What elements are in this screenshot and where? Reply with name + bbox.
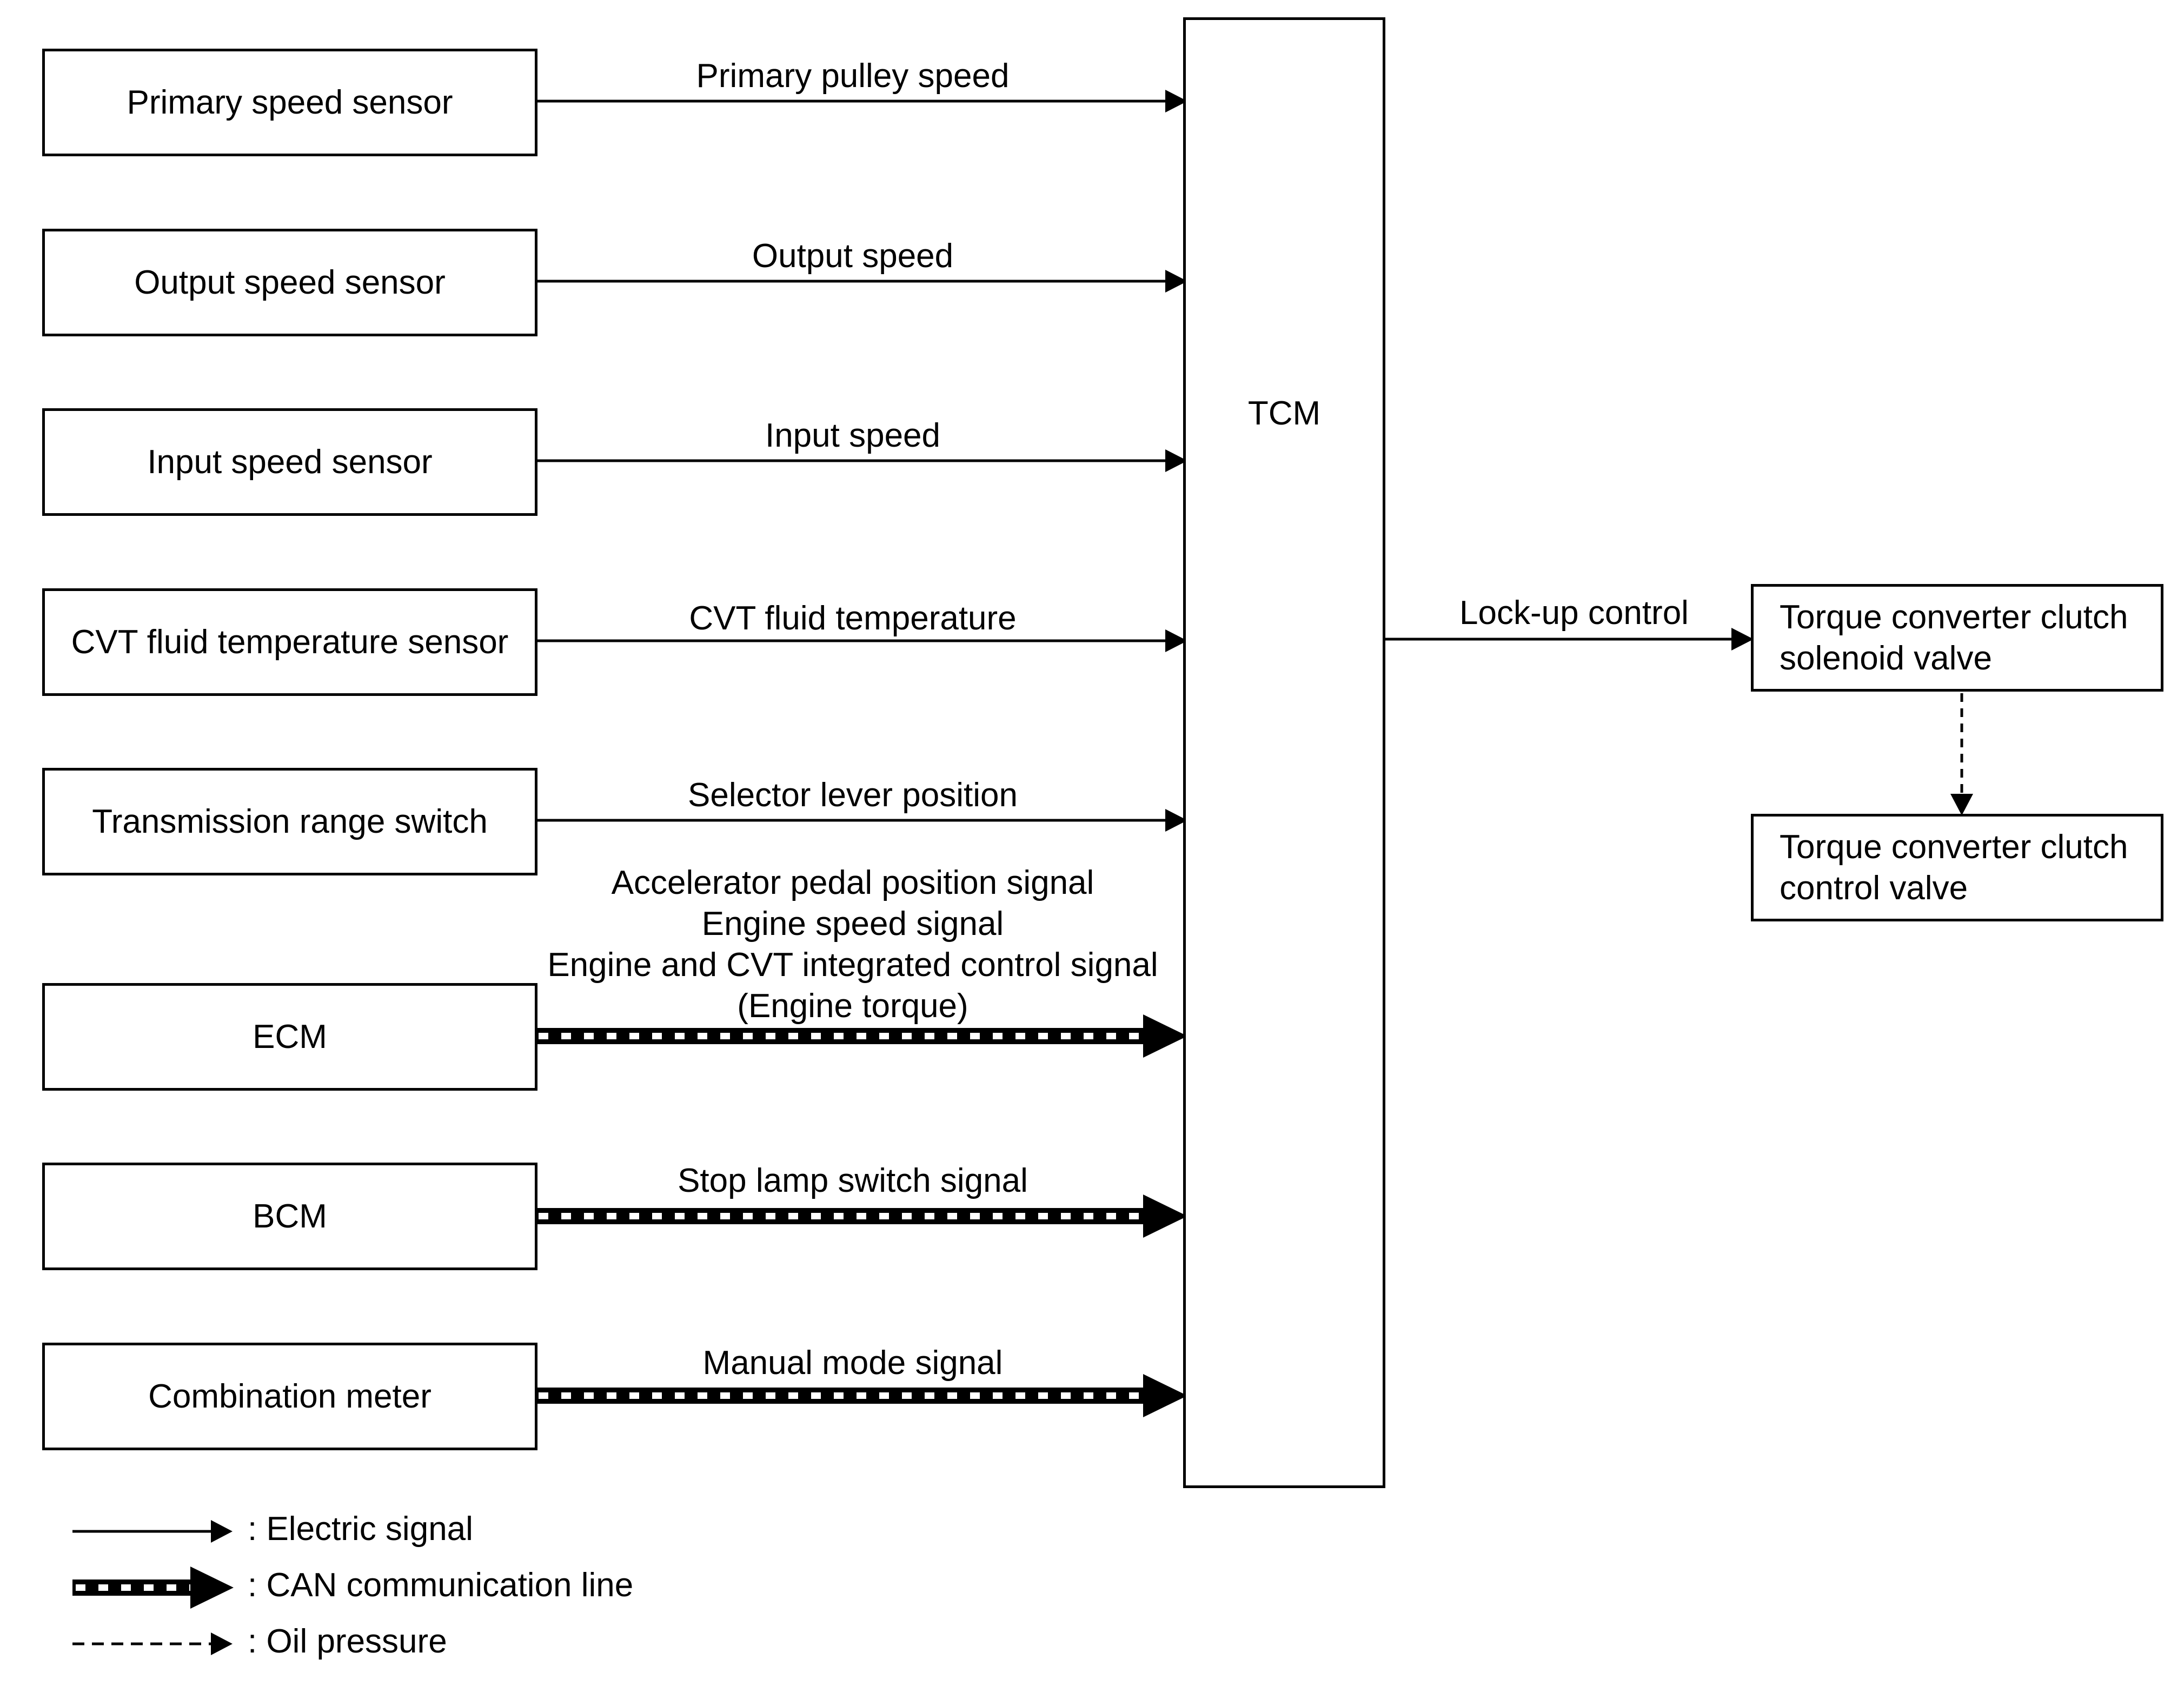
ecm-signal-labels: Accelerator pedal position signal Engine… xyxy=(547,862,1158,1027)
signal-output-speed: Output speed xyxy=(752,237,954,275)
oil-pressure-arrow xyxy=(1950,693,1973,815)
transmission-range-switch-label: Transmission range switch xyxy=(92,803,488,840)
signal-cvt-fluid-temperature: CVT fluid temperature xyxy=(689,600,1017,637)
signal-manual-mode: Manual mode signal xyxy=(702,1344,1003,1382)
output-speed-sensor-box: Output speed sensor xyxy=(42,229,537,336)
torque-converter-clutch-solenoid-valve-box: Torque converter clutch solenoid valve xyxy=(1751,584,2163,692)
can-arrow-bcm xyxy=(536,1194,1187,1238)
electric-arrow-range-switch xyxy=(536,809,1187,832)
output-speed-sensor-label: Output speed sensor xyxy=(134,264,446,301)
can-arrow-combination-meter xyxy=(536,1374,1187,1417)
electric-arrow-primary xyxy=(536,90,1187,112)
combination-meter-label: Combination meter xyxy=(148,1378,432,1415)
signal-selector-lever-position: Selector lever position xyxy=(688,777,1018,814)
legend-electric-label: : Electric signal xyxy=(248,1510,473,1548)
legend-can-symbol xyxy=(72,1567,234,1609)
cvt-fluid-temperature-sensor-box: CVT fluid temperature sensor xyxy=(42,588,537,696)
input-speed-sensor-label: Input speed sensor xyxy=(147,443,433,481)
signal-input-speed: Input speed xyxy=(765,417,941,454)
legend-can-label: : CAN communication line xyxy=(248,1567,634,1604)
tcm-label: TCM xyxy=(1247,395,1321,432)
bcm-label: BCM xyxy=(253,1198,327,1235)
signal-accelerator-pedal: Accelerator pedal position signal xyxy=(611,864,1094,901)
bcm-box: BCM xyxy=(42,1163,537,1270)
combination-meter-box: Combination meter xyxy=(42,1343,537,1450)
torque-converter-clutch-control-valve-box: Torque converter clutch control valve xyxy=(1751,814,2163,921)
ecm-label: ECM xyxy=(253,1018,327,1056)
electric-arrow-lockup xyxy=(1385,628,1754,651)
transmission-range-switch-box: Transmission range switch xyxy=(42,768,537,875)
primary-speed-sensor-box: Primary speed sensor xyxy=(42,49,537,156)
legend-electric-symbol xyxy=(72,1520,233,1543)
electric-arrow-output xyxy=(536,270,1187,293)
signal-lock-up-control: Lock-up control xyxy=(1459,594,1689,632)
control-valve-line2: control valve xyxy=(1780,869,1968,907)
electric-arrow-cvt-fluid xyxy=(536,629,1187,652)
signal-engine-torque: (Engine torque) xyxy=(737,987,968,1025)
signal-stop-lamp-switch: Stop lamp switch signal xyxy=(678,1162,1028,1199)
ecm-box: ECM xyxy=(42,983,537,1091)
tcm-box: TCM xyxy=(1183,17,1385,1488)
legend-oil-symbol xyxy=(72,1632,233,1655)
signal-primary-pulley-speed: Primary pulley speed xyxy=(696,57,1010,95)
signal-engine-speed: Engine speed signal xyxy=(701,905,1004,943)
control-valve-line1: Torque converter clutch xyxy=(1780,828,2128,866)
input-speed-sensor-box: Input speed sensor xyxy=(42,408,537,516)
cvt-fluid-temperature-sensor-label: CVT fluid temperature sensor xyxy=(71,623,509,661)
solenoid-valve-line1: Torque converter clutch xyxy=(1780,598,2128,636)
solenoid-valve-line2: solenoid valve xyxy=(1780,639,1992,677)
signal-engine-cvt-integrated: Engine and CVT integrated control signal xyxy=(547,946,1158,984)
primary-speed-sensor-label: Primary speed sensor xyxy=(127,84,453,121)
can-arrow-ecm xyxy=(536,1014,1187,1058)
electric-arrow-input xyxy=(536,449,1187,472)
legend-oil-label: : Oil pressure xyxy=(248,1623,447,1660)
